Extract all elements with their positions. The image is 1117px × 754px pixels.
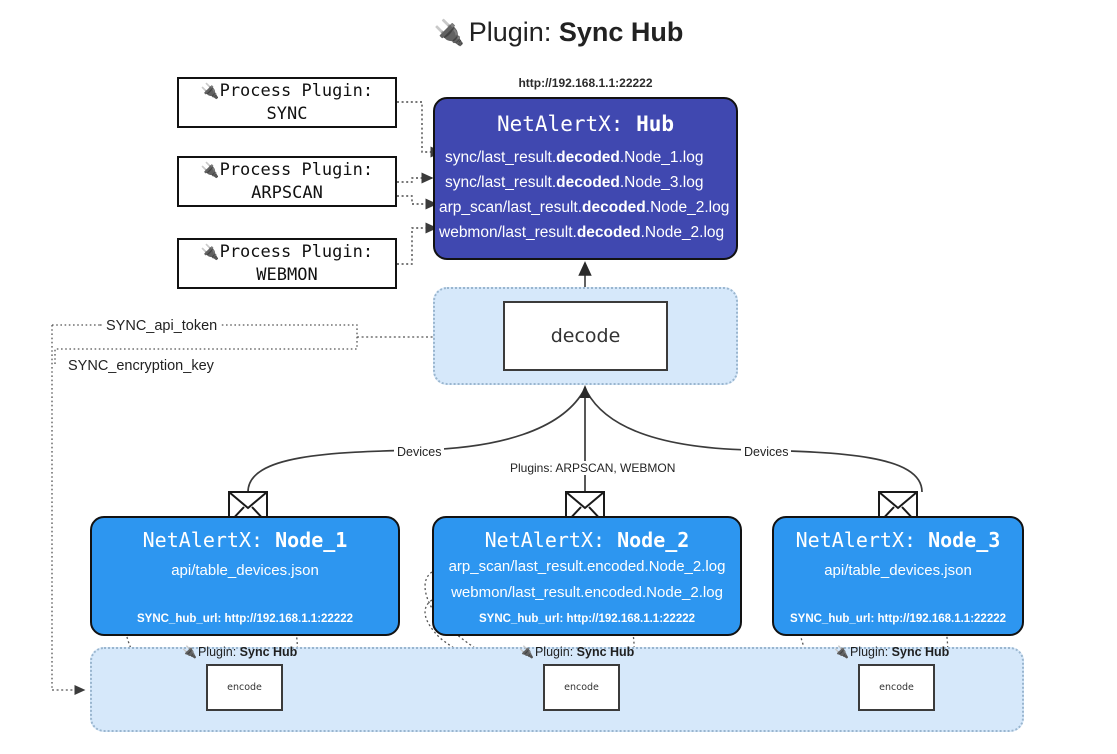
encoder-plugin-label: 🔌Plugin: Sync Hub: [834, 645, 949, 659]
plug-icon: 🔌: [200, 81, 220, 100]
log-post: .Node_3.log: [619, 174, 704, 191]
hub-log-line: webmon/last_result.decoded.Node_2.log: [435, 220, 736, 245]
log-pre: arp_scan/last_result.: [439, 199, 583, 216]
encode-box-node-3[interactable]: encode: [858, 664, 935, 711]
log-pre: sync/last_result.: [445, 174, 557, 191]
edge-label-devices-right: Devices: [741, 445, 792, 459]
plug-icon: 🔌: [200, 160, 220, 179]
node-hub-url: SYNC_hub_url: http://192.168.1.1:22222: [136, 613, 354, 625]
log-pre: webmon/last_result.: [439, 224, 577, 241]
process-plugin-name: WEBMON: [256, 264, 318, 285]
process-plugin-box-webmon[interactable]: 🔌Process Plugin: WEBMON: [177, 238, 397, 289]
encoder-plugin-label: 🔌Plugin: Sync Hub: [519, 645, 634, 659]
process-plugin-name: ARPSCAN: [251, 182, 323, 203]
encode-box-node-2[interactable]: encode: [543, 664, 620, 711]
hub-box[interactable]: NetAlertX: Hub sync/last_result.decoded.…: [433, 97, 738, 260]
hub-title: NetAlertX: Hub: [435, 112, 736, 136]
encoder-label-name: Sync Hub: [239, 645, 298, 659]
encode-box-node-1[interactable]: encode: [206, 664, 283, 711]
log-post: .Node_2.log: [640, 224, 725, 241]
log-pre: sync/last_result.: [445, 149, 557, 166]
log-bold: decoded: [582, 199, 646, 216]
node-line-list: api/table_devices.json: [774, 558, 1022, 584]
node-line: arp_scan/last_result.encoded.Node_2.log: [448, 558, 726, 575]
log-bold: decoded: [556, 149, 620, 166]
log-post: .Node_2.log: [645, 199, 730, 216]
encoder-label-prefix: Plugin:: [197, 645, 240, 659]
node-title-prefix: NetAlertX:: [142, 528, 276, 552]
encoder-label-prefix: Plugin:: [534, 645, 577, 659]
node-hub-url: SYNC_hub_url: http://192.168.1.1:22222: [478, 613, 696, 625]
page-title-prefix: Plugin:: [468, 17, 559, 47]
plug-icon: 🔌: [433, 19, 465, 47]
hub-title-prefix: NetAlertX:: [496, 112, 637, 136]
node-hub-url: SYNC_hub_url: http://192.168.1.1:22222: [789, 613, 1007, 625]
hub-log-line: sync/last_result.decoded.Node_1.log: [435, 145, 736, 170]
hub-title-name: Hub: [636, 112, 674, 136]
log-post: .Node_1.log: [619, 149, 704, 166]
node-title: NetAlertX: Node_1: [92, 528, 398, 552]
node-line: webmon/last_result.encoded.Node_2.log: [451, 584, 723, 601]
node-title-name: Node_1: [275, 528, 348, 552]
process-plugin-heading: Process Plugin:: [219, 159, 374, 180]
node-box-node-1[interactable]: NetAlertX: Node_1 api/table_devices.json…: [90, 516, 400, 636]
node-title: NetAlertX: Node_3: [774, 528, 1022, 552]
node-title-name: Node_3: [928, 528, 1001, 552]
node-line: api/table_devices.json: [171, 562, 319, 579]
node-title-prefix: NetAlertX:: [795, 528, 929, 552]
edge-label-devices-left: Devices: [394, 445, 445, 459]
process-plugin-heading: Process Plugin:: [219, 80, 374, 101]
node-box-node-3[interactable]: NetAlertX: Node_3 api/table_devices.json…: [772, 516, 1024, 636]
page-title-name: Sync Hub: [558, 17, 684, 47]
hub-log-line: arp_scan/last_result.decoded.Node_2.log: [435, 195, 736, 220]
plug-icon: 🔌: [519, 645, 534, 659]
plug-icon: 🔌: [182, 645, 197, 659]
encoder-label-name: Sync Hub: [576, 645, 635, 659]
encoder-label-name: Sync Hub: [891, 645, 950, 659]
log-bold: decoded: [576, 224, 641, 241]
node-line-list: api/table_devices.json: [92, 558, 398, 584]
process-plugin-heading: Process Plugin:: [219, 241, 374, 262]
plug-icon: 🔌: [200, 242, 220, 261]
node-title-name: Node_2: [617, 528, 690, 552]
process-plugin-box-sync[interactable]: 🔌Process Plugin: SYNC: [177, 77, 397, 128]
hub-log-list: sync/last_result.decoded.Node_1.log sync…: [435, 145, 736, 245]
edge-label-plugins-center: Plugins: ARPSCAN, WEBMON: [507, 461, 679, 475]
node-box-node-2[interactable]: NetAlertX: Node_2 arp_scan/last_result.e…: [432, 516, 742, 636]
log-bold: decoded: [556, 174, 620, 191]
encoder-plugin-label: 🔌Plugin: Sync Hub: [182, 645, 297, 659]
decode-box[interactable]: decode: [503, 301, 668, 371]
node-line: api/table_devices.json: [824, 562, 972, 579]
setting-api-token-label: SYNC_api_token: [102, 318, 222, 334]
plug-icon: 🔌: [834, 645, 849, 659]
hub-log-line: sync/last_result.decoded.Node_3.log: [435, 170, 736, 195]
node-title-prefix: NetAlertX:: [484, 528, 618, 552]
process-plugin-box-arpscan[interactable]: 🔌Process Plugin: ARPSCAN: [177, 156, 397, 207]
encoder-label-prefix: Plugin:: [849, 645, 892, 659]
node-title: NetAlertX: Node_2: [434, 528, 740, 552]
process-plugin-name: SYNC: [266, 103, 308, 124]
node-line-list: arp_scan/last_result.encoded.Node_2.log …: [434, 554, 740, 606]
page-title: 🔌Plugin: Sync Hub: [0, 16, 1117, 48]
hub-url-label: http://192.168.1.1:22222: [518, 76, 653, 90]
setting-encryption-key-label: SYNC_encryption_key: [64, 358, 218, 374]
